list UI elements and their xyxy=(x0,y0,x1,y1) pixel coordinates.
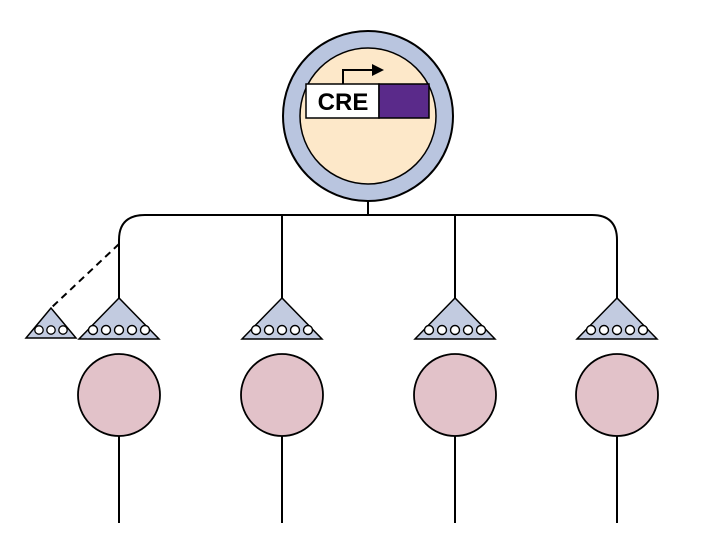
vesicle xyxy=(423,324,435,336)
retracted-branch-dashed xyxy=(50,243,120,309)
target-cell xyxy=(77,353,161,523)
axon-arbor xyxy=(50,201,618,309)
vesicle xyxy=(263,324,275,336)
vesicle xyxy=(46,325,56,335)
vesicle xyxy=(585,324,597,336)
transcription-start-arrow xyxy=(342,69,376,84)
promoter-label: CRE xyxy=(318,89,369,116)
axon-horizontal-branch xyxy=(118,214,618,298)
target-cell-body xyxy=(77,353,161,437)
synaptic-terminal xyxy=(575,296,659,340)
target-cell xyxy=(575,353,659,523)
vesicle xyxy=(611,324,623,336)
vesicle xyxy=(436,324,448,336)
small-terminal-vesicles xyxy=(34,325,68,335)
vesicle xyxy=(58,325,68,335)
synaptic-terminal xyxy=(413,296,497,340)
vesicle xyxy=(139,324,151,336)
target-cell-body xyxy=(575,353,659,437)
reporter-gene-box xyxy=(378,83,430,119)
terminal-bouton xyxy=(77,296,161,340)
synaptic-terminal xyxy=(240,296,324,340)
vesicle xyxy=(302,324,314,336)
gene-construct: CRE xyxy=(305,64,430,119)
vesicle xyxy=(126,324,138,336)
terminal-bouton xyxy=(413,296,497,340)
vesicle xyxy=(34,325,44,335)
postsynaptic-cells xyxy=(77,353,659,523)
vesicle xyxy=(276,324,288,336)
synaptic-terminal xyxy=(77,296,161,340)
vesicle xyxy=(598,324,610,336)
terminal-bouton xyxy=(240,296,324,340)
vesicle xyxy=(250,324,262,336)
small-synaptic-terminal xyxy=(24,306,78,339)
vesicle xyxy=(87,324,99,336)
target-cell-body xyxy=(240,353,324,437)
vesicle xyxy=(462,324,474,336)
vesicle xyxy=(449,324,461,336)
vesicle xyxy=(475,324,487,336)
vesicle xyxy=(637,324,649,336)
vesicle xyxy=(113,324,125,336)
terminal-bouton xyxy=(575,296,659,340)
target-cell xyxy=(413,353,497,523)
synaptic-terminals xyxy=(77,296,659,340)
target-cell-body xyxy=(413,353,497,437)
transcription-arrowhead xyxy=(372,64,384,76)
vesicle xyxy=(289,324,301,336)
target-cell xyxy=(240,353,324,523)
vesicle xyxy=(100,324,112,336)
vesicle xyxy=(624,324,636,336)
